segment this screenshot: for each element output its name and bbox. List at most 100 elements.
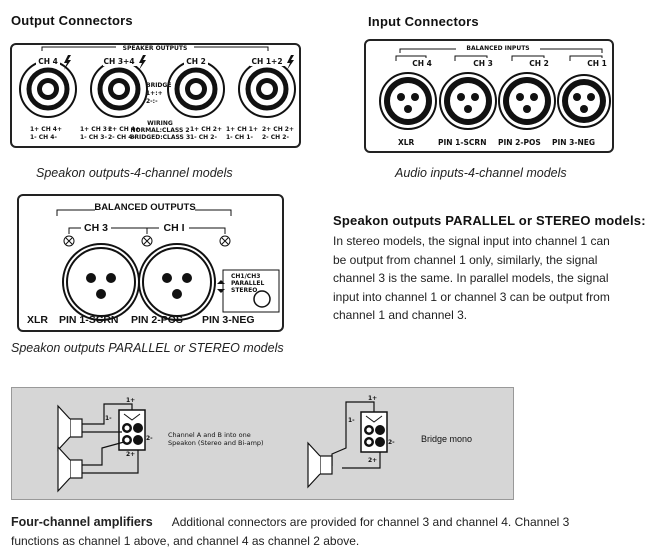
pin-label: 1+ CH 1+ [226,126,258,133]
pin-label: 2- CH 2- [262,134,289,141]
parallel-stereo-heading: Speakon outputs PARALLEL or STEREO model… [333,213,646,228]
pin-label: 2- [146,435,153,442]
xlr-jack [498,72,556,130]
pin3-label: PIN 3-NEG [202,314,255,326]
wiring-diagram-drawing: 1+ 1- 2- 2+ Channel A and B into one Spe… [57,395,472,493]
four-channel-text: Four-channel amplifiers Additional connec… [11,513,656,550]
pin-label: 1- CH 2- [190,134,217,141]
wiring-label: WIRING [147,120,173,127]
pin-label: 1+ [368,395,377,402]
text-line: functions as channel 1 above, and channe… [11,533,360,548]
text-line: channel 3 is the same. In parallel model… [333,271,609,285]
switch-label: CH1/CH3 [231,273,260,280]
ch1-in-label: CH 1 [587,59,607,68]
inputs-4ch-drawing: BALANCED INPUTS CH 4 CH 3 CH 2 CH 1 [379,43,611,147]
balanced-inputs-label: BALANCED INPUTS [466,45,529,52]
pin3-label: PIN 3-NEG [552,138,595,147]
diagram-note: Speakon (Stereo and Bi-amp) [168,439,264,447]
parallel-stereo-drawing: BALANCED OUTPUTS CH 3 CH I CH1/CH3 PARAL… [27,201,280,326]
text-line: Four-channel amplifiers Additional connec… [11,513,656,532]
ch34-out-label: CH 3+4 [103,57,134,66]
pin2-label: PIN 2-POS [131,314,183,326]
pin-label: 1- [105,415,112,422]
lightning-icon [287,55,294,70]
caption-inputs-4ch: Audio inputs-4-channel models [395,166,567,180]
screw-icon [141,235,153,247]
speakon-jack [90,60,148,118]
output-connectors-heading: Output Connectors [11,13,133,28]
xlr-label: XLR [27,314,48,326]
switch-parallel: PARALLEL [231,280,264,287]
speaker-icon [307,441,333,489]
ch3-par-label: CH 3 [84,222,108,234]
pin-label: 2+ CH 2+ [262,126,294,133]
text-line-content: Additional connectors are provided for c… [171,515,570,529]
pin-label: 1- CH 3- [80,134,107,141]
bridge-neg: 2-:- [146,98,158,105]
caption-speakon-4ch: Speakon outputs-4-channel models [36,166,233,180]
xlr-label: XLR [398,138,415,147]
speakon-jack [238,60,296,118]
ch2-out-label: CH 2 [186,57,206,66]
xlr-jack [379,72,437,130]
pin-label: 1- CH 4- [30,134,57,141]
bridge-mono-label: Bridge mono [421,434,472,444]
parallel-stereo-panel: BALANCED OUTPUTS CH 3 CH I CH1/CH3 PARAL… [17,194,284,332]
pin1-label: PIN 1-SCRN [438,138,486,147]
text-line: channel 1 and channel 3. [333,308,468,322]
pin-label: 2+ CH 4+ [108,126,140,133]
balanced-outputs-label: BALANCED OUTPUTS [94,202,195,213]
text-line: be output from channel 1 only, similarly… [333,252,598,267]
pin1-label: PIN 1-SCRN [59,314,119,326]
xlr-jack [138,243,216,321]
wiring-normal: NORMAL:CLASS 2 [130,127,189,134]
four-channel-heading: Four-channel amplifiers [11,515,153,529]
diagram-note: Channel A and B into one [168,431,251,439]
inputs-4ch-panel: BALANCED INPUTS CH 4 CH 3 CH 2 CH 1 [364,39,614,153]
ch4-in-label: CH 4 [412,59,432,68]
xlr-jack [62,243,140,321]
speakon-4ch-drawing: SPEAKER OUTPUTS CH 4 CH 3+4 CH 2 CH 1+2 [19,45,296,141]
xlr-jack [557,74,611,128]
pin-label: 1+ CH 3+ [80,126,112,133]
pin-label: 1- [348,417,355,424]
pin-label: 1+ [126,397,135,404]
pin-label: 2+ [126,451,135,458]
pin-label: 1+ CH 2+ [190,126,222,133]
screw-icon [63,235,75,247]
xlr-jack [439,72,497,130]
pin-label: 1+ CH 4+ [30,126,62,133]
wiring-bridged: BRIDGED:CLASS 3 [130,134,190,141]
wiring-diagram: 1+ 1- 2- 2+ Channel A and B into one Spe… [11,387,514,500]
lightning-icon [139,55,146,70]
speaker-icon [57,445,83,493]
ch3-in-label: CH 3 [473,59,493,68]
speakon-jack [19,60,77,118]
pin2-label: PIN 2-POS [498,138,541,147]
speaker-icon [57,404,83,452]
text-line: In stereo models, the signal input into … [333,234,610,248]
screw-icon [219,235,231,247]
lightning-icon [64,55,71,70]
ch4-out-label: CH 4 [38,57,58,66]
switch-stereo: STEREO [231,287,257,294]
ch2-in-label: CH 2 [529,59,549,68]
speakon-connector [118,409,146,451]
parallel-stereo-text: In stereo models, the signal input into … [333,232,610,325]
speakon-jack [167,60,225,118]
mode-switch[interactable] [253,290,271,308]
bridge-label: BRIDGE [146,82,171,89]
caption-parallel-stereo: Speakon outputs PARALLEL or STEREO model… [11,341,284,355]
bridge-pos: 1+:+ [146,90,163,97]
ch1-par-label: CH I [164,222,185,234]
text-line: input into channel 1 or channel 3 can be… [333,289,610,304]
pin-label: 2- [388,439,395,446]
speakon-4ch-panel: SPEAKER OUTPUTS CH 4 CH 3+4 CH 2 CH 1+2 [10,43,301,148]
pin-label: 2- CH 4- [108,134,135,141]
pin-label: 2+ [368,457,377,464]
pin-label: 1- CH 1- [226,134,253,141]
ch12-out-label: CH 1+2 [251,57,282,66]
input-connectors-heading: Input Connectors [368,14,479,29]
speaker-outputs-label: SPEAKER OUTPUTS [123,45,188,52]
speakon-connector [360,411,388,453]
